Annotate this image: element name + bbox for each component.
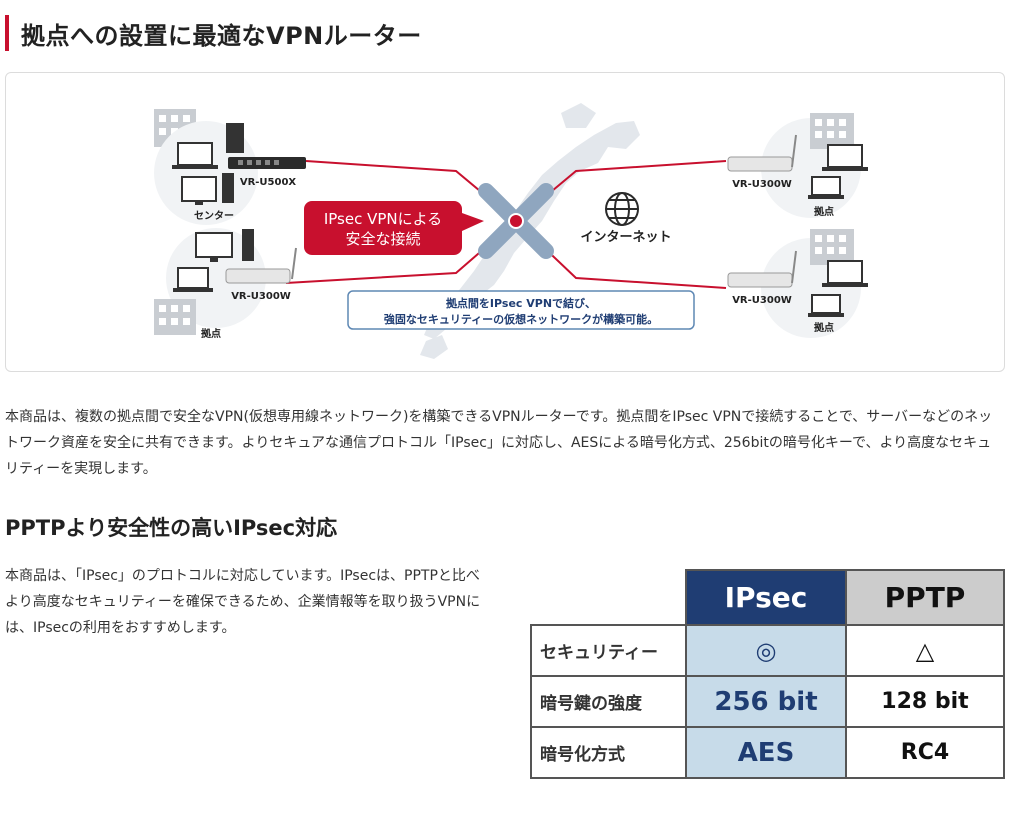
ipsec-callout: IPsec VPNによる 安全な接続 — [304, 201, 484, 255]
vpn-cross-icon — [478, 183, 554, 259]
vpn-note-box: 拠点間をIPsec VPNで結び、 強固なセキュリティーの仮想ネットワークが構築… — [347, 290, 695, 330]
pptp-security-value: △ — [845, 624, 1005, 677]
page-title-text: 拠点への設置に最適なVPNルーター — [21, 21, 422, 50]
desktop-pc-icon-left — [195, 229, 254, 262]
globe-icon — [605, 192, 639, 226]
branch-router-label-left: VR-U300W — [231, 291, 291, 302]
table-row: 暗号鍵の強度 256 bit 128 bit — [530, 675, 1005, 728]
table-row: セキュリティー ◎ △ — [530, 624, 1005, 677]
row-label-security: セキュリティー — [530, 624, 687, 677]
vpn-diagram-illustration: VR-U500X センター VR-U300W 拠点 — [154, 103, 868, 359]
comparison-table: IPsec PPTP セキュリティー ◎ △ 暗号鍵の強度 256 bit 12… — [530, 569, 1005, 779]
center-label: センター — [194, 210, 234, 222]
branch-router-label-right-bottom: VR-U300W — [732, 295, 792, 306]
pptp-key-strength-value: 128 bit — [845, 675, 1005, 728]
ipsec-security-value: ◎ — [685, 624, 847, 677]
row-label-encryption: 暗号化方式 — [530, 726, 687, 779]
header-pptp: PPTP — [845, 569, 1005, 626]
note-line1: 拠点間をIPsec VPNで結び、 — [446, 296, 596, 310]
branch-router-icon-right-bottom — [727, 250, 797, 288]
section-heading: PPTPより安全性の高いIPsec対応 — [5, 516, 338, 540]
ipsec-key-strength-value: 256 bit — [685, 675, 847, 728]
laptop-icon-right-bottom-2 — [808, 294, 844, 317]
laptop-icon-right-top-2 — [808, 176, 844, 199]
page-title: 拠点への設置に最適なVPNルーター — [5, 14, 422, 52]
branch-label-left: 拠点 — [201, 327, 221, 340]
intro-paragraph: 本商品は、複数の拠点間で安全なVPN(仮想専用線ネットワーク)を構築できるVPN… — [5, 409, 993, 477]
branch-router-icon-right-top — [727, 134, 797, 172]
laptop-icon-left — [173, 267, 213, 292]
branch-router-label-right-top: VR-U300W — [732, 179, 792, 190]
laptop-icon-right-top — [822, 144, 868, 171]
desktop-pc-icon — [181, 173, 234, 205]
laptop-icon-right-bottom — [822, 260, 868, 287]
building-icon-right-bottom — [810, 229, 854, 265]
main-router-label: VR-U500X — [240, 177, 297, 188]
server-tower-icon — [226, 123, 244, 153]
comparison-corner — [531, 570, 686, 625]
main-router-icon — [228, 157, 306, 169]
building-icon-right-top — [810, 113, 854, 149]
building-icon-left — [154, 299, 196, 335]
branch-router-icon-left — [225, 247, 297, 284]
branch-label-right-top: 拠点 — [814, 205, 834, 218]
internet-label: インターネット — [580, 230, 671, 245]
pptp-encryption-value: RC4 — [845, 726, 1005, 779]
vpn-diagram: VR-U500X センター VR-U300W 拠点 — [5, 72, 1005, 372]
callout-line1: IPsec VPNによる — [324, 210, 442, 228]
note-line2: 強固なセキュリティーの仮想ネットワークが構築可能。 — [384, 312, 658, 326]
laptop-icon — [172, 142, 218, 169]
table-row: 暗号化方式 AES RC4 — [530, 726, 1005, 779]
ipsec-encryption-value: AES — [685, 726, 847, 779]
branch-label-right-bottom: 拠点 — [814, 321, 834, 334]
comparison-header-row: IPsec PPTP — [531, 569, 1005, 626]
ipsec-paragraph: 本商品は、「IPsec」のプロトコルに対応しています。IPsecは、PPTPと比… — [5, 568, 481, 636]
header-ipsec: IPsec — [685, 569, 847, 626]
title-accent-bar — [5, 15, 9, 51]
callout-line2: 安全な接続 — [345, 230, 420, 248]
row-label-key-strength: 暗号鍵の強度 — [530, 675, 687, 728]
